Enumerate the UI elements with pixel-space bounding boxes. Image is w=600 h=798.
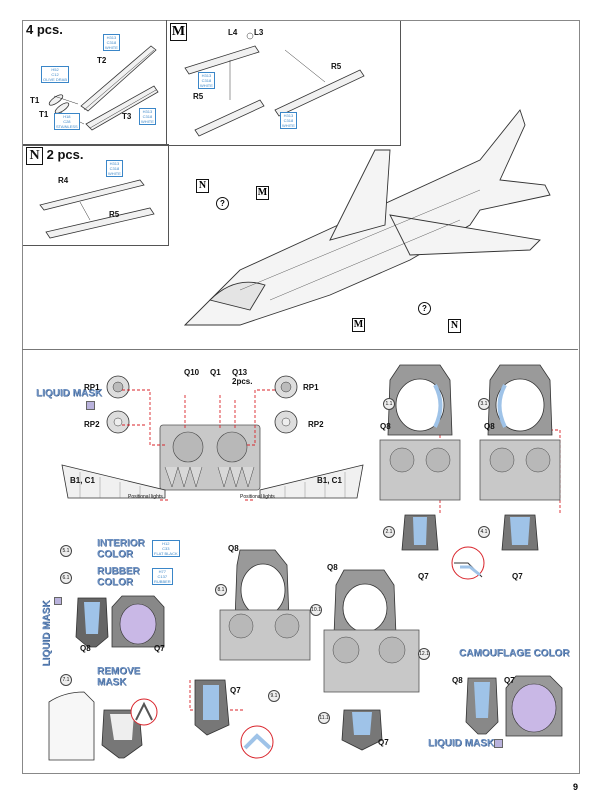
liquid-mask-swatch-left xyxy=(54,597,62,605)
left-canopy-pair xyxy=(75,595,165,648)
aircraft-marker-n-top: N xyxy=(196,175,209,193)
step-12-1: 12.1 xyxy=(418,648,430,660)
detail-callout-circle xyxy=(451,546,485,580)
part-q8-r2: Q8 xyxy=(484,422,495,431)
part-q8-left: Q7 xyxy=(154,644,165,653)
part-r5-a: R5 xyxy=(193,92,204,101)
part-t1-a: T1 xyxy=(30,96,40,105)
panel-a-drawing xyxy=(48,45,159,131)
panel-a-header: 4 pcs. xyxy=(26,22,63,37)
liquid-mask-label-bottom: LIQUID MASK xyxy=(428,738,495,749)
part-r4: R4 xyxy=(58,176,69,185)
wing-tip-left xyxy=(61,464,166,499)
panel-m-drawing xyxy=(184,32,365,137)
aircraft-marker-m-bottom: M xyxy=(352,318,365,332)
camouflage-color-label: CAMOUFLAGE COLOR xyxy=(459,648,570,659)
section-divider xyxy=(22,349,578,350)
panel-m-divider xyxy=(166,20,167,144)
part-q7-r1: Q7 xyxy=(418,572,429,581)
wing-tip-right xyxy=(259,464,364,499)
positional-lights-right: Positional lights xyxy=(240,494,275,500)
part-r5-b: R5 xyxy=(331,62,342,71)
liquid-mask-swatch-bottom xyxy=(494,739,503,748)
wheels-left xyxy=(106,375,130,434)
aircraft-marker-question-top: ? xyxy=(216,197,229,210)
part-q8-camo: Q7 xyxy=(504,676,515,685)
step-8-1: 8.1 xyxy=(215,584,227,596)
step-1-1: 1.1 xyxy=(383,398,395,410)
step-11-1: 11.1 xyxy=(318,712,330,724)
page-number: 9 xyxy=(572,782,578,792)
liquid-mask-swatch-top xyxy=(86,401,95,410)
part-q7-center: Q7 xyxy=(230,686,241,695)
positional-lights-left: Positional lights xyxy=(128,494,163,500)
photoetch-fret-center xyxy=(159,424,261,491)
aircraft-drawing xyxy=(183,109,551,326)
page-frame xyxy=(22,20,580,774)
wheels-right xyxy=(274,375,298,434)
part-q7-camo: Q8 xyxy=(452,676,463,685)
canopy-stack-2 xyxy=(479,364,561,551)
part-rp1-left: RP1 xyxy=(84,383,100,392)
part-q7-center-right: Q7 xyxy=(378,738,389,747)
panel-m-marker: M xyxy=(170,23,187,41)
part-b1-c1-left: B1, C1 xyxy=(70,476,95,485)
part-q10: Q10 xyxy=(184,368,200,377)
step-4-1: 4.1 xyxy=(478,526,490,538)
step-5-1: 5.1 xyxy=(60,545,72,557)
part-rp2-right: RP2 xyxy=(308,420,324,429)
part-q8-center-right: Q8 xyxy=(327,563,338,572)
step-2-1: 2.1 xyxy=(383,526,395,538)
part-t3: T3 xyxy=(122,112,132,121)
part-t2: T2 xyxy=(97,56,107,65)
part-r5-n: R5 xyxy=(109,210,120,219)
step-10-1: 10.1 xyxy=(310,604,322,616)
part-q7-left: Q8 xyxy=(80,644,91,653)
step-9-1: 9.1 xyxy=(268,690,280,702)
camouflage-canopy-pair xyxy=(465,675,563,737)
panel-n-drawing xyxy=(39,179,155,239)
part-q1: Q1 xyxy=(210,368,221,377)
step-6-1: 6.1 xyxy=(60,572,72,584)
left-bottom-canopy xyxy=(48,691,158,761)
part-l4: L4 xyxy=(228,28,238,37)
part-rp2-left: RP2 xyxy=(84,420,100,429)
liquid-mask-label-top: LIQUID MASK xyxy=(36,388,103,399)
panel-n-header: N 2 pcs. xyxy=(26,147,83,165)
part-q8-center: Q8 xyxy=(228,544,239,553)
part-rp1-right: RP1 xyxy=(303,383,319,392)
aircraft-marker-question-bottom: ? xyxy=(418,302,431,315)
aircraft-marker-m-top: M xyxy=(256,186,269,200)
center-canopy-stack xyxy=(194,549,311,759)
part-q7-r2: Q7 xyxy=(512,572,523,581)
canopy-stack-1 xyxy=(379,364,461,551)
part-l3: L3 xyxy=(254,28,264,37)
aircraft-marker-n-bottom: N xyxy=(448,315,461,333)
part-t1-b: T1 xyxy=(39,110,49,119)
part-q8-r1: Q8 xyxy=(380,422,391,431)
step-3-1: 3.1 xyxy=(478,398,490,410)
liquid-mask-vertical-label: LIQUID MASK xyxy=(41,600,53,667)
part-b1-c1-right: B1, C1 xyxy=(317,476,342,485)
step-7-1: 7.1 xyxy=(60,674,72,686)
center-right-canopy-stack xyxy=(323,569,420,751)
